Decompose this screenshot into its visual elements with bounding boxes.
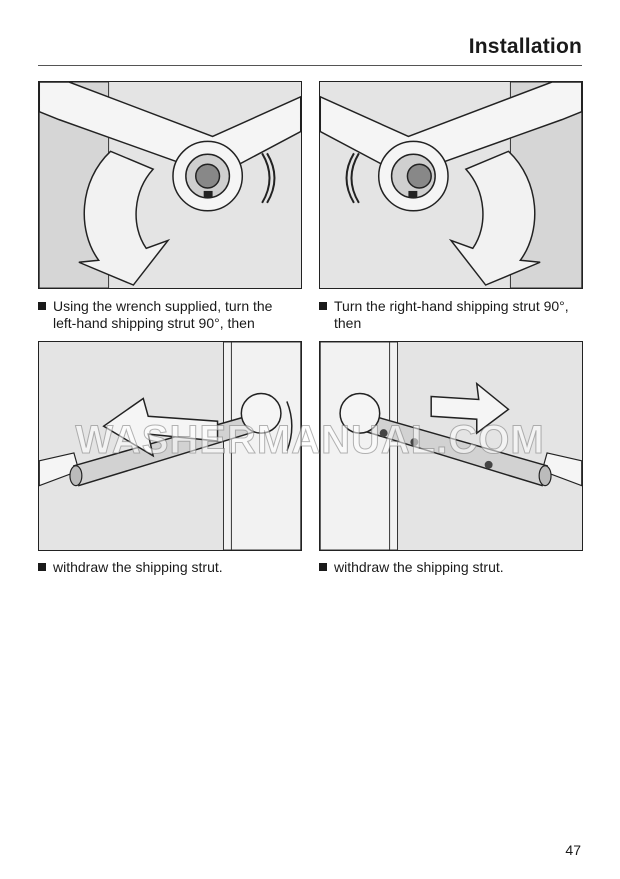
wrench-left-illustration <box>39 82 301 288</box>
figure-turn-left-strut <box>38 81 302 289</box>
bullet-icon <box>319 563 327 571</box>
wrench-right-illustration <box>320 82 582 288</box>
strut-right-illustration <box>320 342 582 550</box>
page-number: 47 <box>565 842 581 858</box>
step-withdraw-right-strut: withdraw the shipping strut. <box>319 559 569 576</box>
bullet-icon <box>38 563 46 571</box>
step-text: withdraw the shipping strut. <box>334 559 504 575</box>
step-text: Turn the right-hand shipping strut 90°, … <box>334 298 569 331</box>
figure-withdraw-left-strut <box>38 341 302 551</box>
page-title: Installation <box>468 35 582 58</box>
header-rule <box>38 65 582 66</box>
strut-left-illustration <box>39 342 301 550</box>
bullet-icon <box>38 302 46 310</box>
bullet-icon <box>319 302 327 310</box>
step-text: Using the wrench supplied, turn the left… <box>53 298 273 331</box>
figure-turn-right-strut <box>319 81 583 289</box>
figure-withdraw-right-strut <box>319 341 583 551</box>
watermark: WASHERMANUAL.COM <box>75 418 545 463</box>
step-withdraw-left-strut: withdraw the shipping strut. <box>38 559 288 576</box>
step-text: withdraw the shipping strut. <box>53 559 223 575</box>
step-turn-right-strut: Turn the right-hand shipping strut 90°, … <box>319 298 569 332</box>
step-turn-left-strut: Using the wrench supplied, turn the left… <box>38 298 288 332</box>
